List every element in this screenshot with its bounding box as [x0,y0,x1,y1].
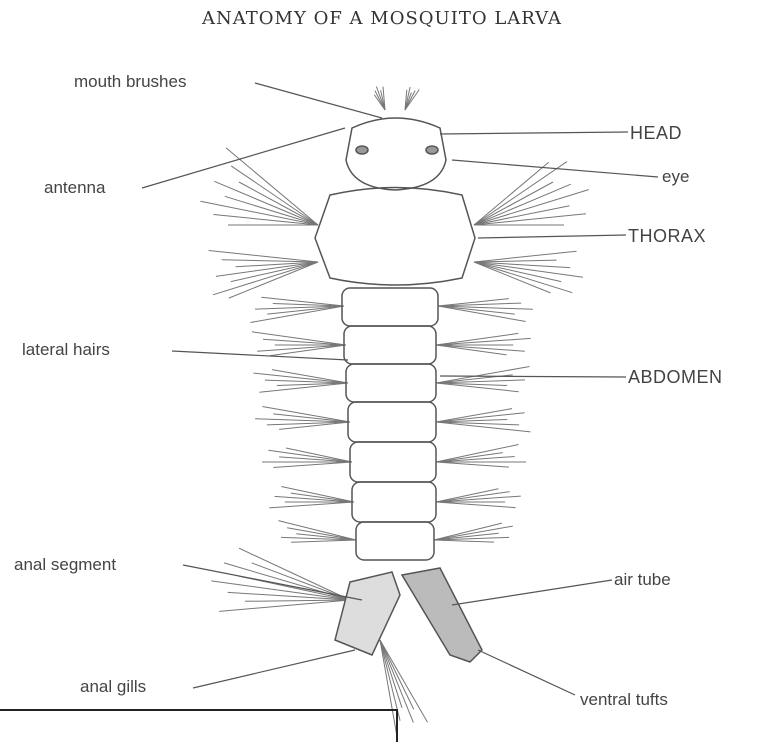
hair-strand [436,502,516,508]
hair-strand [436,345,507,355]
anal-segment [335,572,400,655]
larva-body [315,118,482,662]
leader-anal-gills [193,650,355,688]
abdomen-segment-4 [348,402,436,442]
hair-strand [252,332,346,345]
hair-strand [474,184,571,225]
lateral-hair-bundles [200,87,588,734]
leader-antenna [142,128,345,188]
label-lateral-hairs: lateral hairs [22,340,110,360]
eye-spot-right [426,146,438,154]
hair-strand [436,492,510,502]
air-tube [402,568,482,662]
hair-strand [278,521,356,540]
leader-eye [452,160,658,177]
hair-strand [263,339,346,345]
hair-strand [216,262,318,276]
hair-strand [269,502,354,508]
leader-ventral-tufts [478,650,575,695]
hair-strand [213,262,318,295]
label-thorax: THORAX [628,226,706,246]
hair-strand [436,333,518,345]
hair-strand [380,640,402,708]
hair-strand [436,462,509,467]
hair-strand [270,345,346,356]
hair-strand [474,162,549,225]
hair-strand [229,262,318,298]
leader-thorax [478,235,626,238]
label-anal-gills: anal gills [80,677,146,697]
label-ventral-tufts: ventral tufts [580,690,668,710]
abdomen-segment-1 [342,288,438,326]
hair-strand [434,540,494,542]
hair-strand [436,453,503,462]
abdomen-segment-7 [356,522,434,560]
hair-strand [434,523,502,540]
label-eye: eye [662,167,689,187]
leader-head [440,132,628,134]
leader-air-tube [452,580,612,605]
hair-strand [291,540,356,542]
hair-strand [257,345,346,351]
leader-mouth-brushes [255,83,382,118]
caption-box-border [0,709,398,742]
abdomen-segment-3 [346,364,436,402]
eye-spot-left [356,146,368,154]
hair-strand [291,493,354,502]
abdomen-segment-5 [350,442,436,482]
label-air-tube: air tube [614,570,671,590]
abdomen-segment-2 [344,326,436,364]
hair-strand [214,181,318,225]
hair-strand [380,640,414,709]
thorax-body [315,188,475,286]
hair-strand [219,600,350,611]
label-leader-lines [142,83,658,695]
hair-strand [436,338,531,345]
hair-strand [273,462,352,468]
label-anal-segment: anal segment [14,555,116,575]
hair-strand [436,345,525,351]
hair-strand [474,262,551,293]
abdomen-segment-6 [352,482,436,522]
label-abdomen: ABDOMEN [628,367,723,387]
leader-abdomen [440,376,626,377]
leader-lateral-hairs [172,351,348,360]
label-mouth-brushes: mouth brushes [74,72,186,92]
hair-strand [268,450,352,462]
hair-strand [474,262,583,277]
label-head: HEAD [630,123,682,143]
label-antenna: antenna [44,178,105,198]
